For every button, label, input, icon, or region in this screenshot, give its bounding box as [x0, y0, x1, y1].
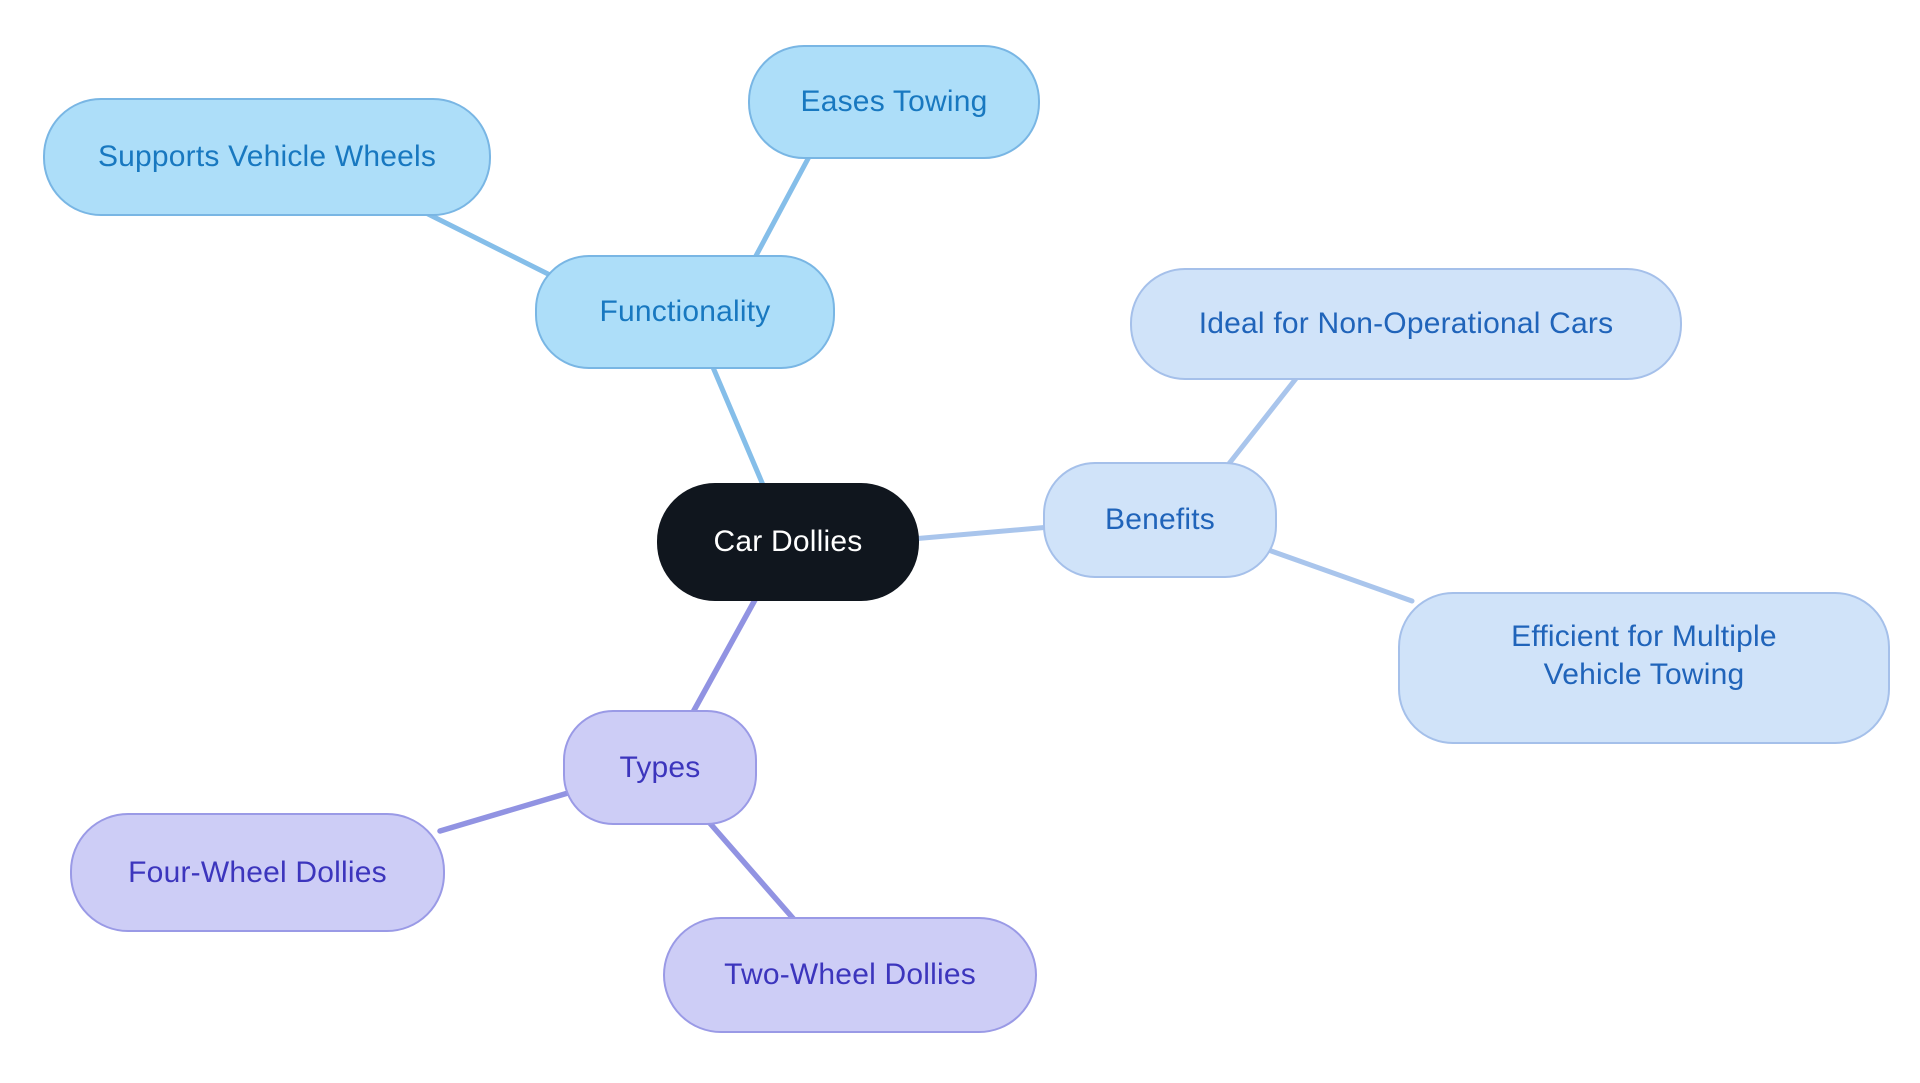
node-label: Two-Wheel Dollies [724, 958, 976, 992]
node-label: Eases Towing [800, 85, 988, 119]
node-label: Types [619, 750, 701, 784]
node-ideal-for-non-operational-cars[interactable]: Ideal for Non-Operational Cars [1130, 268, 1682, 380]
node-types[interactable]: Types [563, 710, 757, 825]
node-label: Four-Wheel Dollies [128, 855, 387, 889]
node-label: Ideal for Non-Operational Cars [1198, 307, 1614, 341]
node-label: Functionality [599, 295, 771, 329]
edge-center-types [689, 595, 759, 717]
node-label: Car Dollies [713, 525, 863, 559]
node-label: Efficient for Multiple Vehicle Towing [1511, 620, 1777, 691]
node-efficient-for-multiple-vehicle-towing[interactable]: Efficient for Multiple Vehicle Towing [1398, 592, 1890, 744]
edge-types-fourwheel [437, 790, 571, 834]
edge-benefits-ideal [1221, 373, 1301, 473]
node-four-wheel-dollies[interactable]: Four-Wheel Dollies [70, 813, 445, 932]
node-functionality[interactable]: Functionality [535, 255, 835, 369]
node-label: Supports Vehicle Wheels [97, 140, 437, 174]
node-car-dollies-center[interactable]: Car Dollies [657, 483, 919, 601]
node-supports-vehicle-wheels[interactable]: Supports Vehicle Wheels [43, 98, 491, 216]
edge-center-functionality [709, 362, 769, 495]
edge-center-benefits [909, 524, 1053, 542]
node-two-wheel-dollies[interactable]: Two-Wheel Dollies [663, 917, 1037, 1033]
node-eases-towing[interactable]: Eases Towing [748, 45, 1040, 159]
node-benefits[interactable]: Benefits [1043, 462, 1277, 578]
node-label: Benefits [1105, 503, 1215, 537]
edge-functionality-eases [747, 152, 813, 270]
edge-types-twowheel [705, 818, 801, 927]
edge-benefits-efficient [1257, 544, 1415, 604]
